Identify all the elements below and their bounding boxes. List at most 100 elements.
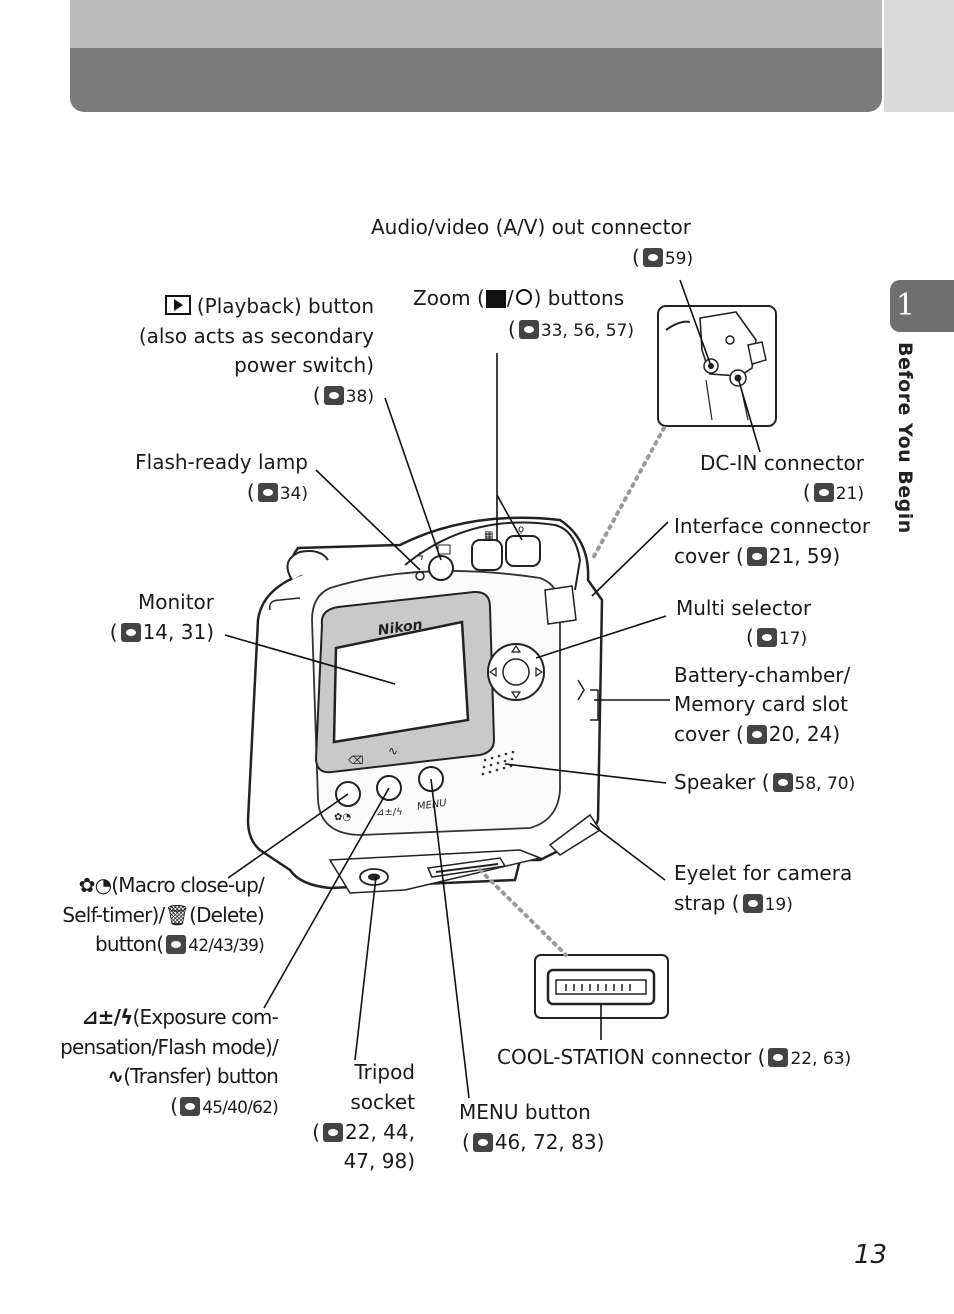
- page-ref-icon: [746, 725, 767, 744]
- paren: (: [462, 1130, 470, 1154]
- page-ref-icon: [746, 547, 767, 566]
- page-ref-icon: [772, 773, 793, 792]
- ref-eyelet-pages: 19): [764, 895, 793, 915]
- label-interface-1: Interface connector: [674, 514, 871, 538]
- svg-text:ϙ: ϙ: [518, 524, 524, 535]
- ref-zoom-pages: 33, 56, 57): [540, 321, 634, 341]
- label-speaker-text: Speaker (: [674, 770, 770, 794]
- zoom-in-icon: [515, 289, 532, 305]
- label-dc-in: DC-IN connector: [700, 451, 864, 475]
- page-ref-icon: [323, 1123, 344, 1142]
- label-macro-2: Self-timer)/🗑(Delete): [62, 900, 264, 930]
- label-macro-2-text: Self-timer)/: [62, 903, 165, 927]
- playback-icon: [164, 295, 191, 315]
- label-eyelet-2: strap ( 19): [674, 888, 793, 920]
- label-macro-1-text: (Macro close-up/: [111, 873, 265, 897]
- label-eyelet-2-text: strap (: [674, 891, 740, 915]
- header-side-tab: [884, 0, 954, 112]
- label-macro-3-text: button(: [95, 932, 164, 956]
- ref-cool-pages: 22, 63): [790, 1049, 852, 1069]
- label-playback-2: (also acts as secondary: [138, 324, 374, 348]
- label-tripod-2: socket: [350, 1090, 415, 1114]
- ref-battery-pages: 20, 24): [768, 722, 841, 746]
- ref-menu-pages: 46, 72, 83): [494, 1130, 605, 1154]
- paren: (: [312, 383, 321, 407]
- page-ref-icon: [642, 248, 663, 267]
- page-ref-icon: [166, 935, 187, 954]
- svg-text:✿◔: ✿◔: [334, 812, 351, 823]
- page-ref-icon: [472, 1133, 493, 1152]
- svg-text:▦: ▦: [484, 530, 493, 541]
- label-zoom: Zoom ( / ) buttons: [413, 283, 624, 313]
- ref-interface-pages: 21, 59): [768, 544, 841, 568]
- label-cool-text: COOL-STATION connector (: [497, 1045, 766, 1069]
- label-cool-station: COOL-STATION connector ( 22, 63): [497, 1042, 851, 1074]
- zoom-out-icon: [485, 290, 506, 308]
- ref-flash-lamp-pages: 34): [279, 484, 308, 504]
- page-ref-icon: [120, 623, 141, 642]
- macro-icon: ✿◔: [78, 873, 112, 897]
- page-ref-icon: [257, 483, 278, 502]
- ref-menu: (46, 72, 83): [462, 1127, 604, 1157]
- label-playback-3: power switch): [234, 353, 374, 377]
- label-speaker: Speaker (58, 70): [674, 767, 855, 799]
- label-menu: MENU button: [459, 1100, 591, 1124]
- camera-brand: Nikon: [377, 617, 424, 639]
- label-battery-3: cover (20, 24): [674, 719, 840, 749]
- svg-text:⌫: ⌫: [348, 754, 364, 767]
- label-multi: Multi selector: [676, 596, 812, 620]
- label-tripod-1: Tripod: [354, 1060, 415, 1084]
- camera-menu-label: MENU: [416, 798, 448, 813]
- paren: (: [802, 480, 811, 504]
- label-zoom-sep: /: [506, 286, 514, 310]
- ref-monitor: (14, 31): [110, 617, 214, 647]
- ref-exposure-pages: 45/40/62): [202, 1098, 279, 1118]
- ref-tripod: (22, 44,: [312, 1117, 415, 1147]
- paren: (: [246, 480, 255, 504]
- ref-macro-pages: 42/43/39): [188, 936, 265, 956]
- exposure-flash-icon: ⊿±/ϟ: [81, 1005, 134, 1029]
- header-bar-light: [70, 0, 882, 50]
- ref-dc-in-pages: 21): [835, 484, 864, 504]
- label-macro-2b-text: (Delete): [189, 903, 265, 927]
- page-ref-icon: [323, 386, 344, 405]
- ref-flash-lamp: (34): [247, 477, 308, 509]
- label-exposure-2: pensation/Flash mode)/: [60, 1035, 279, 1059]
- page-ref-icon: [813, 483, 834, 502]
- ref-playback-pages: 38): [345, 387, 374, 407]
- label-macro-1: ✿◔(Macro close-up/: [78, 870, 265, 900]
- label-zoom-text: Zoom (: [413, 286, 485, 310]
- label-monitor: Monitor: [137, 590, 214, 614]
- ref-tripod-pages: 22, 44,: [345, 1120, 415, 1144]
- page-ref-icon: [742, 894, 763, 913]
- chapter-tab: 1: [890, 280, 954, 332]
- label-interface-2-text: cover (: [674, 544, 744, 568]
- transfer-icon: ∿: [107, 1064, 124, 1088]
- ref-monitor-pages: 14, 31): [142, 620, 214, 644]
- label-av-out: Audio/video (A/V) out connector: [371, 215, 691, 239]
- header-bar-dark: [70, 48, 882, 112]
- paren: (: [312, 1120, 321, 1144]
- label-eyelet-1: Eyelet for camera: [674, 861, 853, 885]
- page-ref-icon: [756, 628, 777, 647]
- ref-dc-in: (21): [803, 477, 864, 509]
- label-exposure-1: ⊿±/ϟ(Exposure com-: [81, 1002, 279, 1032]
- paren: (: [632, 245, 640, 269]
- paren: (: [508, 317, 516, 341]
- page-ref-icon: [518, 320, 539, 339]
- paren: (: [746, 625, 754, 649]
- ref-exposure: (45/40/62): [170, 1091, 279, 1123]
- label-battery-1: Battery-chamber/: [674, 663, 851, 687]
- label-playback-1: (Playback) button: [196, 294, 374, 318]
- label-zoom-end: ) buttons: [533, 286, 625, 310]
- ref-multi-pages: 17): [778, 629, 808, 649]
- label-exposure-3-text: (Transfer) button: [123, 1064, 279, 1088]
- label-exposure-1-text: (Exposure com-: [132, 1005, 279, 1029]
- ref-zoom: (33, 56, 57): [508, 314, 634, 346]
- ref-tripod-2: 47, 98): [343, 1149, 415, 1173]
- page-ref-icon: [180, 1097, 201, 1116]
- paren: (: [170, 1094, 178, 1118]
- ref-av-out-pages: 59): [664, 249, 694, 269]
- ref-av-out: (59): [632, 242, 693, 274]
